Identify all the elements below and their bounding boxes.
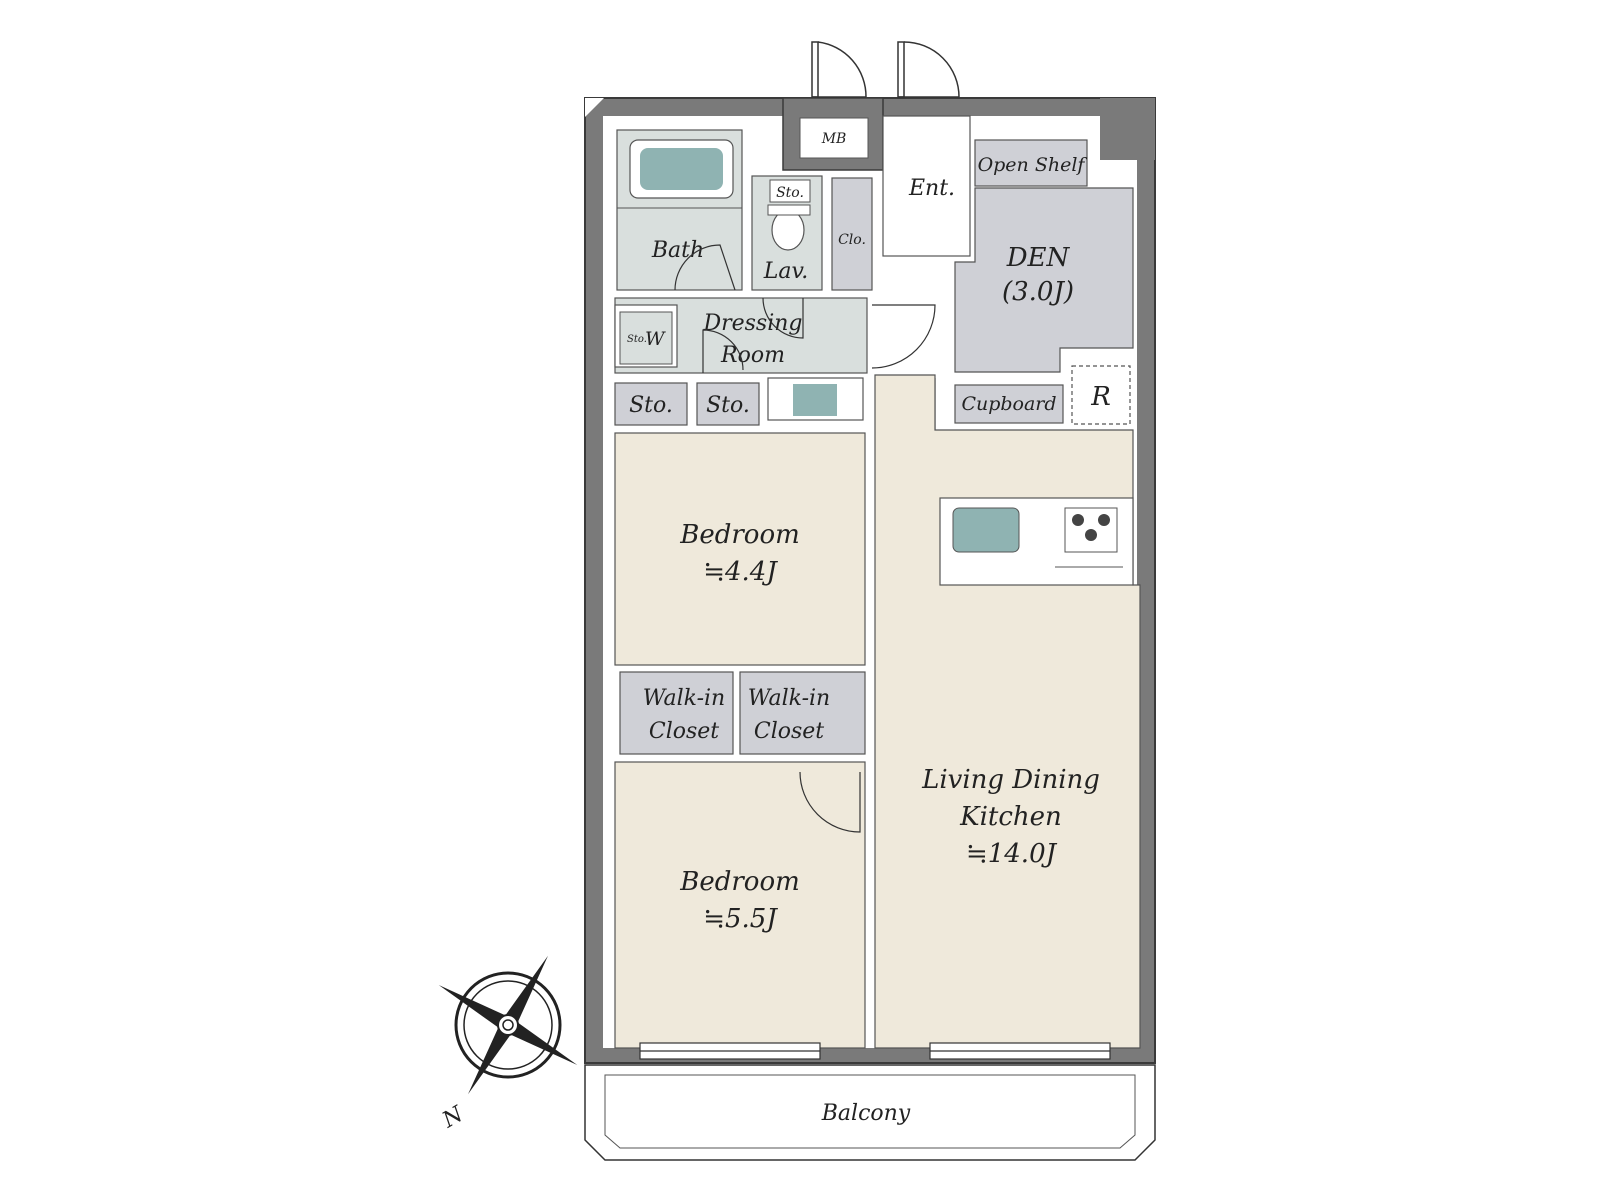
lavatory-storage-label: Sto. xyxy=(776,185,804,201)
entrance-doors xyxy=(811,41,960,98)
den-size: (3.0J) xyxy=(1002,277,1074,307)
toilet-icon xyxy=(771,209,805,251)
windows xyxy=(639,1042,1111,1060)
bedroom-2-size: ≒5.5J xyxy=(703,904,778,934)
den-label: DEN xyxy=(1006,243,1071,273)
open-shelf: Open Shelf xyxy=(974,139,1088,187)
bedroom-1-label: Bedroom xyxy=(679,520,800,550)
closet-small: Clo. xyxy=(831,177,873,291)
cupboard-label: Cupboard xyxy=(961,393,1056,415)
walk-in-closet-1-label-1: Walk-in xyxy=(643,686,725,711)
refrigerator-label: R xyxy=(1090,382,1111,412)
bedroom-2: Bedroom ≒5.5J xyxy=(614,761,866,1049)
cupboard-area: Cupboard R xyxy=(954,365,1131,425)
bath-label: Bath xyxy=(651,238,704,263)
bedroom-1-size: ≒4.4J xyxy=(703,557,778,587)
entrance: Ent. xyxy=(882,115,971,257)
den: DEN (3.0J) xyxy=(954,187,1134,373)
walk-in-closet-2-label-1: Walk-in xyxy=(748,686,830,711)
bedroom-2-label: Bedroom xyxy=(679,867,800,897)
storage-2-label: Sto. xyxy=(706,393,750,418)
dressing-room-label-1: Dressing xyxy=(702,311,802,336)
washer-storage-label: Sto. xyxy=(627,334,647,345)
walk-in-closets: Walk-in Closet Walk-in Closet xyxy=(619,671,866,755)
ldk-label-2: Kitchen xyxy=(959,802,1062,832)
bathtub-icon xyxy=(640,148,723,190)
lavatory: Sto. Lav. xyxy=(751,175,823,291)
living-dining-kitchen: Living Dining Kitchen ≒14.0J xyxy=(874,374,1141,1049)
walk-in-closet-1-label-2: Closet xyxy=(649,719,719,744)
ldk-size: ≒14.0J xyxy=(966,839,1058,869)
washer-label: W xyxy=(645,328,666,350)
balcony-label: Balcony xyxy=(821,1101,911,1126)
open-shelf-label: Open Shelf xyxy=(978,154,1088,176)
dressing-room: Sto. W Dressing Room xyxy=(614,297,868,374)
bedroom-1: Bedroom ≒4.4J xyxy=(614,432,866,666)
storage-1-label: Sto. xyxy=(629,393,673,418)
compass-rose-icon xyxy=(438,955,578,1095)
bath: Bath xyxy=(616,129,743,291)
meter-box-alcove: MB xyxy=(782,97,884,171)
closet-small-label: Clo. xyxy=(838,232,866,248)
balcony: Balcony xyxy=(584,1064,1156,1161)
dressing-room-label-2: Room xyxy=(720,343,785,368)
sink-icon xyxy=(793,384,837,416)
entrance-label: Ent. xyxy=(908,176,955,201)
lavatory-label: Lav. xyxy=(763,259,809,284)
mb-label: MB xyxy=(821,131,847,147)
kitchen-sink-icon xyxy=(952,507,1020,553)
ldk-label-1: Living Dining xyxy=(921,765,1100,795)
storage-row: Sto. Sto. xyxy=(614,377,864,465)
compass-north-label: N xyxy=(438,1102,469,1134)
walk-in-closet-2-label-2: Closet xyxy=(754,719,824,744)
